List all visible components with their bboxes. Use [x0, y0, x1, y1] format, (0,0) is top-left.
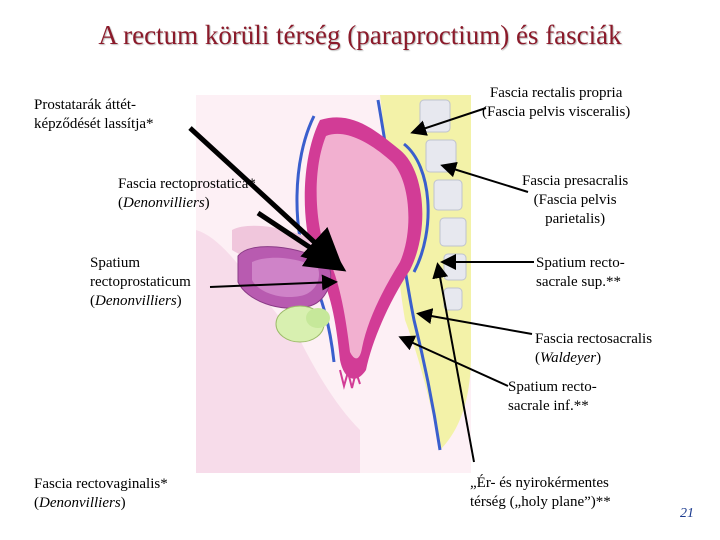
label-arrows	[188, 107, 534, 463]
arrow-holy-plane	[432, 262, 475, 463]
label-line: Fascia rectalis propria	[489, 85, 623, 101]
label-line: Fascia presacralis	[522, 173, 629, 189]
label-holy-plane: „Ér- és nyirokérmentes térség („holy pla…	[470, 474, 611, 512]
label-fascia-rectovaginalis: Fascia rectovaginalis* (Denonvilliers)	[34, 475, 168, 513]
label-line: (Waldeyer)	[535, 350, 602, 366]
label-line: parietalis)	[545, 211, 606, 227]
label-line: (Denonvilliers)	[118, 195, 210, 211]
label-line: Spatium	[90, 255, 141, 271]
anal-canal	[339, 368, 361, 390]
rectum-lumen	[316, 133, 409, 359]
label-spatium-rectosacrale-inf: Spatium recto- sacrale inf.**	[508, 378, 597, 416]
label-fascia-rectalis-propria: Fascia rectalis propria (Fascia pelvis v…	[482, 84, 630, 122]
label-line: sacrale sup.**	[536, 274, 621, 290]
eponym: Waldeyer	[540, 350, 597, 366]
seminal-vesicle-small	[306, 308, 330, 328]
label-line: Fascia rectosacralis	[535, 331, 653, 347]
label-line: képződését lassítja*	[34, 116, 154, 132]
label-line: Prostatarák áttét-	[34, 97, 137, 113]
label-line: „Ér- és nyirokérmentes	[470, 475, 609, 491]
label-prostate-metastasis: Prostatarák áttét- képződését lassítja*	[34, 96, 154, 134]
eponym: Denonvilliers	[39, 495, 121, 511]
page-number: 21	[680, 506, 694, 521]
label-fascia-presacralis: Fascia presacralis (Fascia pelvis pariet…	[522, 172, 628, 229]
page-title: A rectum körüli térség (paraproctium) és…	[98, 20, 622, 50]
eponym: Denonvilliers	[123, 195, 205, 211]
arrow-spatium-rectoprostaticum	[209, 274, 338, 291]
label-fascia-rectosacralis: Fascia rectosacralis (Waldeyer)	[535, 330, 652, 368]
label-line: Fascia rectovaginalis*	[34, 476, 168, 492]
eponym: Denonvilliers	[95, 293, 177, 309]
arrow-prostate-1	[188, 126, 344, 269]
label-line: Spatium recto-	[536, 255, 625, 271]
label-line: (Denonvilliers)	[34, 495, 126, 511]
label-line: rectoprostaticum	[90, 274, 191, 290]
label-line: térség („holy plane”)**	[470, 494, 611, 510]
label-fascia-rectoprostatica: Fascia rectoprostatica* (Denonvilliers)	[118, 175, 256, 213]
label-line: Spatium recto-	[508, 379, 597, 395]
label-line: (Fascia pelvis visceralis)	[482, 104, 631, 120]
label-line: (Fascia pelvis	[533, 192, 617, 208]
label-line: sacrale inf.**	[508, 398, 589, 414]
label-line: (Denonvilliers)	[90, 293, 182, 309]
label-spatium-rectoprostaticum: Spatium rectoprostaticum (Denonvilliers)	[90, 254, 191, 311]
arrow-fascia-presacralis	[440, 161, 529, 193]
label-spatium-rectosacrale-sup: Spatium recto- sacrale sup.**	[536, 254, 625, 292]
pelvic-floor-tissue	[196, 230, 360, 473]
arrow-fascia-rectosacralis	[416, 308, 533, 335]
label-line: Fascia rectoprostatica*	[118, 176, 256, 192]
arrow-fascia-rectalis-propria	[410, 107, 487, 136]
